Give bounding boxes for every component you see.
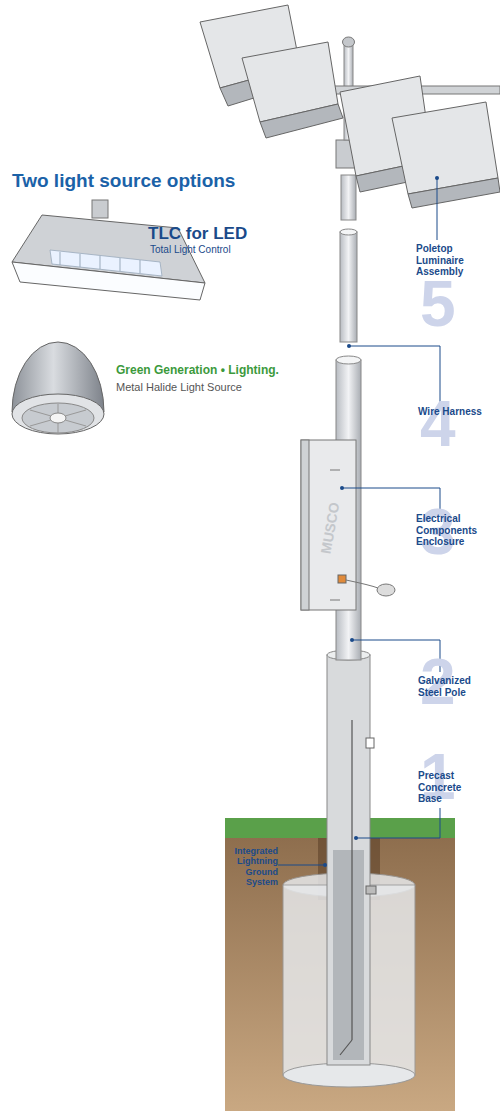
brand-logo: TLC for LED <box>148 224 268 244</box>
callout-number: 4 <box>420 392 480 456</box>
concrete-base <box>327 650 376 1065</box>
callout-number: 5 <box>420 272 480 336</box>
luminaire-assembly <box>200 5 500 208</box>
brand-logo: Green Generation • Lighting. <box>116 364 336 378</box>
part-name: Precast Concrete Base <box>418 770 484 805</box>
metal-halide-fixture <box>12 342 104 434</box>
leader-lines <box>278 178 440 865</box>
part-name: Wire Harness <box>418 406 484 418</box>
heading: Two light source options <box>12 170 292 192</box>
part-name: Electrical Components Enclosure <box>416 513 496 548</box>
components-enclosure <box>301 440 395 610</box>
part-name: Poletop Luminaire Assembly <box>416 243 482 278</box>
part-name: Integrated Lightning Ground System <box>218 846 278 887</box>
brand-tagline: Total Light Control <box>150 244 270 256</box>
part-name: Galvanized Steel Pole <box>418 675 484 698</box>
brand-tagline: Metal Halide Light Source <box>116 381 336 394</box>
